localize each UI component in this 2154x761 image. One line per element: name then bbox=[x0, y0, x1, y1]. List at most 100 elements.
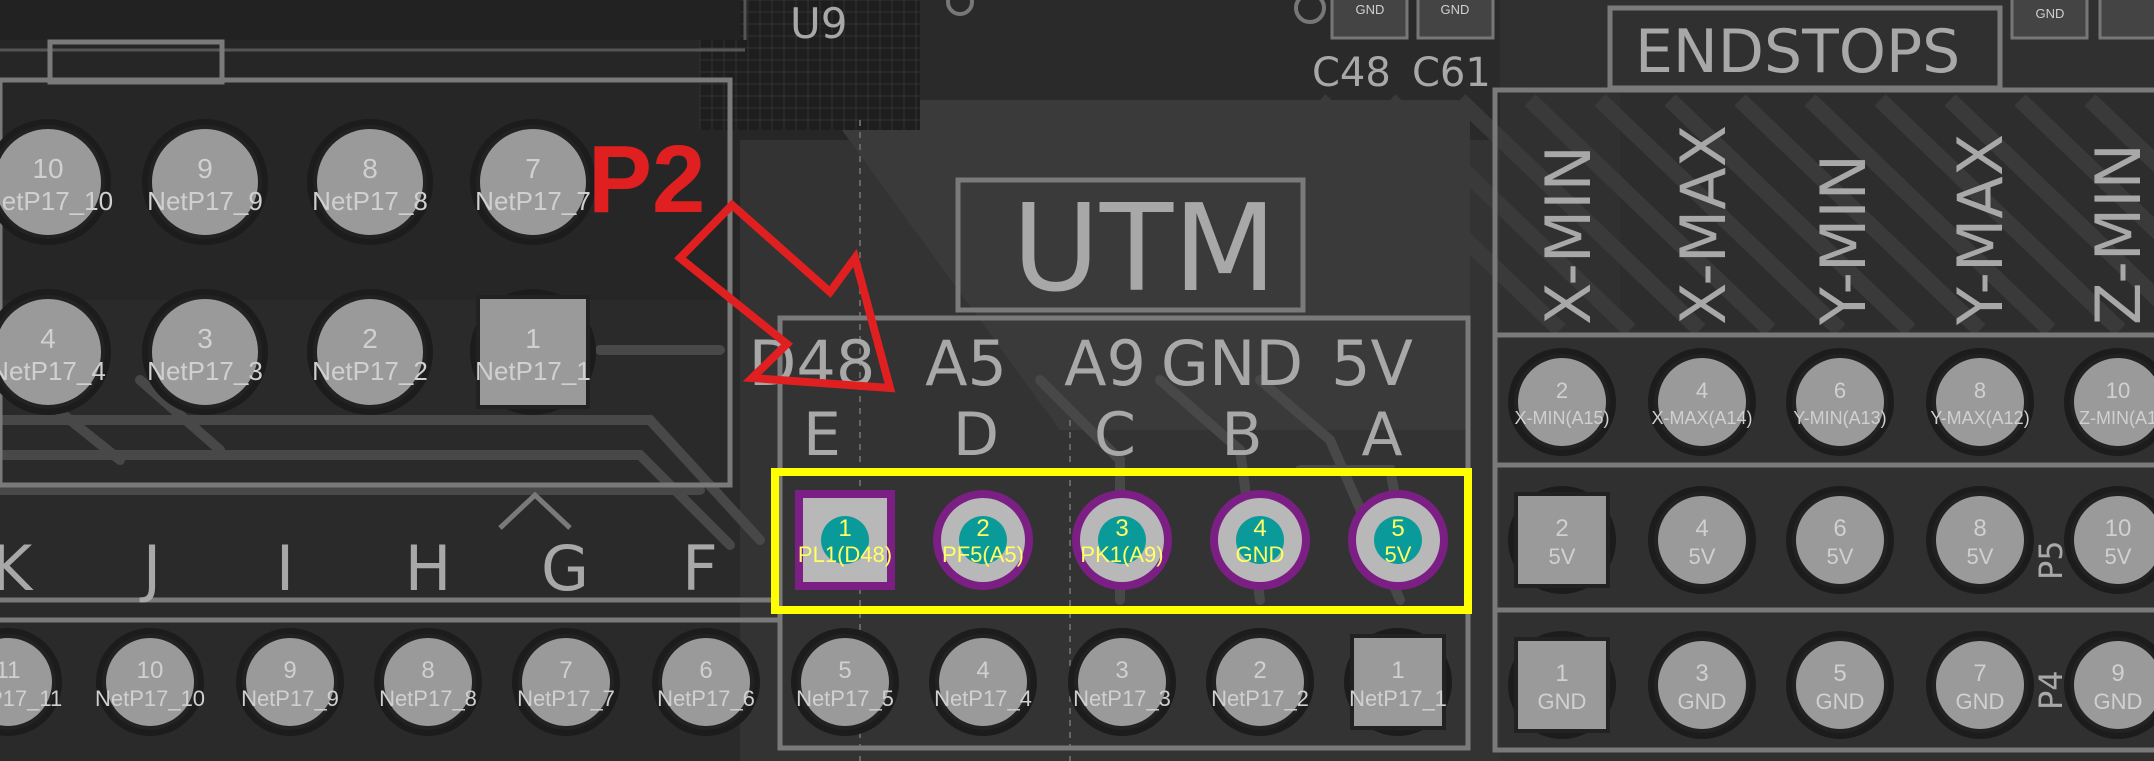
pad-net-name: NetP17_5 bbox=[796, 686, 894, 711]
pad[interactable]: 65V bbox=[1786, 486, 1894, 594]
pad-number: 4 bbox=[1695, 515, 1708, 542]
top-small-pads: GND GND GND bbox=[946, 0, 2154, 40]
utm-pad[interactable]: 55V bbox=[1348, 490, 1448, 590]
pad-number: 11 bbox=[0, 657, 20, 684]
pad[interactable]: 85V bbox=[1926, 486, 2034, 594]
pad-net-name: GND bbox=[1678, 689, 1727, 714]
pad-number: 3 bbox=[1695, 660, 1708, 687]
endstop-label: Z-MIN bbox=[2082, 143, 2154, 325]
pad-net-name: NetP17_8 bbox=[379, 686, 477, 711]
pad-number: 5 bbox=[838, 657, 851, 684]
pad-net-name: NetP17_10 bbox=[95, 686, 205, 711]
pad-net-name: 5V bbox=[1689, 544, 1716, 569]
pad-number: 10 bbox=[32, 153, 63, 184]
top-pad-label: GND bbox=[1441, 2, 1470, 17]
pad[interactable]: 11NetP17_11 bbox=[0, 628, 62, 736]
pad-number: 4 bbox=[976, 657, 989, 684]
utm-pad-number: 1 bbox=[838, 515, 851, 542]
pad-number: 2 bbox=[1253, 657, 1266, 684]
pad-number: 9 bbox=[283, 657, 296, 684]
pad-number: 7 bbox=[1973, 660, 1986, 687]
utm-pad-number: 3 bbox=[1115, 515, 1128, 542]
utm-pad-net: 5V bbox=[1385, 542, 1412, 567]
utm-pad-number: 2 bbox=[976, 515, 989, 542]
endstop-signal-row: 2X-MIN(A15) 4X-MAX(A14) 6Y-MIN(A13) 8Y-MAX(… bbox=[1508, 348, 2154, 456]
endstops-hatching bbox=[1314, 94, 2154, 336]
utm-signal-label: GND bbox=[1161, 327, 1303, 400]
annotation-p2-label: P2 bbox=[588, 126, 705, 233]
column-letter: G bbox=[541, 532, 589, 605]
utm-highlight-box bbox=[771, 468, 1472, 614]
annotation-arrow bbox=[674, 199, 896, 393]
pad[interactable]: 8Y-MAX(A12) bbox=[1926, 348, 2034, 456]
utm-letter: B bbox=[1221, 400, 1262, 470]
pad-net-name: NetP17_9 bbox=[147, 186, 263, 216]
endstops-area bbox=[1620, 90, 2154, 330]
pad-net-name: 5V bbox=[1549, 544, 1576, 569]
pad-net-name: Z-MIN(A1 bbox=[2079, 408, 2154, 428]
pad[interactable]: 10Z-MIN(A1 bbox=[2064, 348, 2154, 456]
pad-net-name: NetP17_7 bbox=[475, 186, 591, 216]
pad-net-name: X-MIN(A15) bbox=[1514, 408, 1609, 428]
pad-number: 2 bbox=[362, 323, 378, 354]
refdes-p5: P5 bbox=[2032, 540, 2070, 580]
utm-pad-number: 4 bbox=[1253, 515, 1266, 542]
pad-number: 2 bbox=[1556, 378, 1568, 403]
pad-net-name: NetP17_2 bbox=[1211, 686, 1309, 711]
utm-letter: C bbox=[1094, 400, 1136, 470]
pad-number: 4 bbox=[40, 323, 56, 354]
pad-number: 1 bbox=[1391, 657, 1404, 684]
pad[interactable]: 6Y-MIN(A13) bbox=[1786, 348, 1894, 456]
pad[interactable]: 4X-MAX(A14) bbox=[1648, 348, 1756, 456]
pad-net-name: 5V bbox=[2105, 544, 2132, 569]
pad-net-name: GND bbox=[1816, 689, 1865, 714]
pad-number: 9 bbox=[2111, 660, 2124, 687]
utm-pad-number: 5 bbox=[1391, 515, 1404, 542]
pad-net-name: X-MAX(A14) bbox=[1651, 408, 1752, 428]
pad-net-name: NetP17_4 bbox=[934, 686, 1032, 711]
column-letter: H bbox=[405, 532, 452, 605]
endstop-label: X-MIN bbox=[1532, 145, 1605, 325]
pad-net-name: NetP17_9 bbox=[241, 686, 339, 711]
pad[interactable]: 25V bbox=[1508, 486, 1616, 594]
pad[interactable]: 45V bbox=[1648, 486, 1756, 594]
top-pad-label: GND bbox=[1356, 2, 1385, 17]
pad[interactable]: 2X-MIN(A15) bbox=[1508, 348, 1616, 456]
pad-net-name: NetP17_8 bbox=[312, 186, 428, 216]
pad-net-name: GND bbox=[1538, 689, 1587, 714]
